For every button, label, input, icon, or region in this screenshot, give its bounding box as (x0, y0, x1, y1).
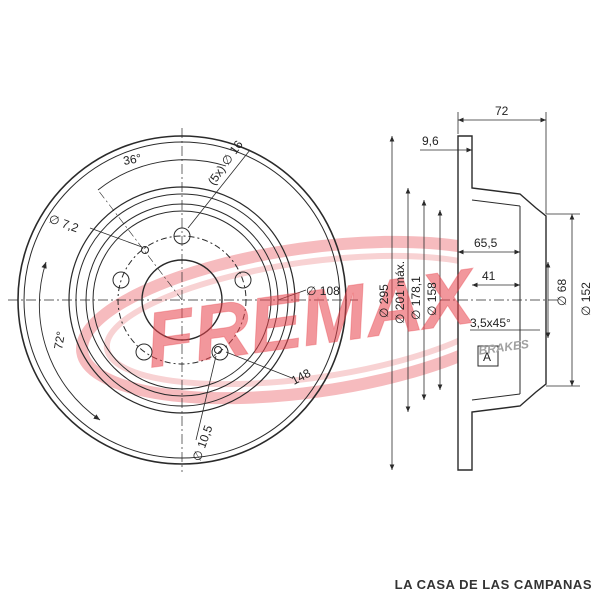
leader-108 (277, 289, 307, 301)
shop-name-footer: LA CASA DE LAS CAMPANAS (394, 577, 592, 592)
angle-arc-72 (38, 261, 101, 421)
angle-arc-36 (97, 159, 227, 191)
side-view (440, 135, 560, 471)
label-dia-158: ∅ 158 (425, 282, 439, 316)
label-angle-72: 72° (51, 330, 68, 350)
leader-148 (225, 351, 293, 379)
label-dia-295: ∅ 295 (377, 284, 391, 318)
leader-bolts (187, 149, 251, 229)
bolt-hole (234, 271, 252, 289)
label-width-72: 72 (495, 104, 509, 118)
datum-box (477, 345, 499, 367)
brand-sub-text: BRAKES (478, 337, 530, 358)
label-flange-9-6: 9,6 (422, 134, 439, 148)
label-pcd-148: 148 (289, 366, 314, 388)
bolt-hole (135, 343, 153, 361)
label-angle-36: 36° (122, 151, 142, 168)
label-depth-65-5: 65,5 (474, 236, 498, 250)
label-datum-a: A (483, 350, 491, 364)
leader-10-5 (195, 355, 217, 441)
label-chamfer: 3,5x45° (470, 316, 511, 330)
bolt-hole (211, 343, 229, 361)
locating-hole (141, 246, 149, 254)
bolt-hole (112, 271, 130, 289)
label-dia-68: ∅ 68 (555, 279, 569, 306)
label-dia-201: ∅ 201 máx. (393, 261, 407, 324)
bolt-hole (173, 227, 191, 245)
section-inner-line (471, 199, 521, 207)
label-hole-7-2: ∅ 7,2 (47, 212, 81, 236)
label-hub-108: ∅ 108 (306, 284, 340, 298)
section-inner-line (471, 393, 521, 401)
disc-section-profile (457, 135, 547, 471)
leader-7-2 (89, 227, 143, 248)
side-dimensions (389, 112, 580, 470)
label-dia-178: ∅ 178,1 (409, 276, 423, 320)
label-depth-41: 41 (482, 269, 496, 283)
locating-hole (214, 346, 222, 354)
front-view (8, 128, 358, 472)
label-dia-152: ∅ 152 (579, 282, 593, 316)
leader-36 (97, 189, 183, 301)
label-hole-10-5: ∅ 10,5 (190, 423, 216, 463)
